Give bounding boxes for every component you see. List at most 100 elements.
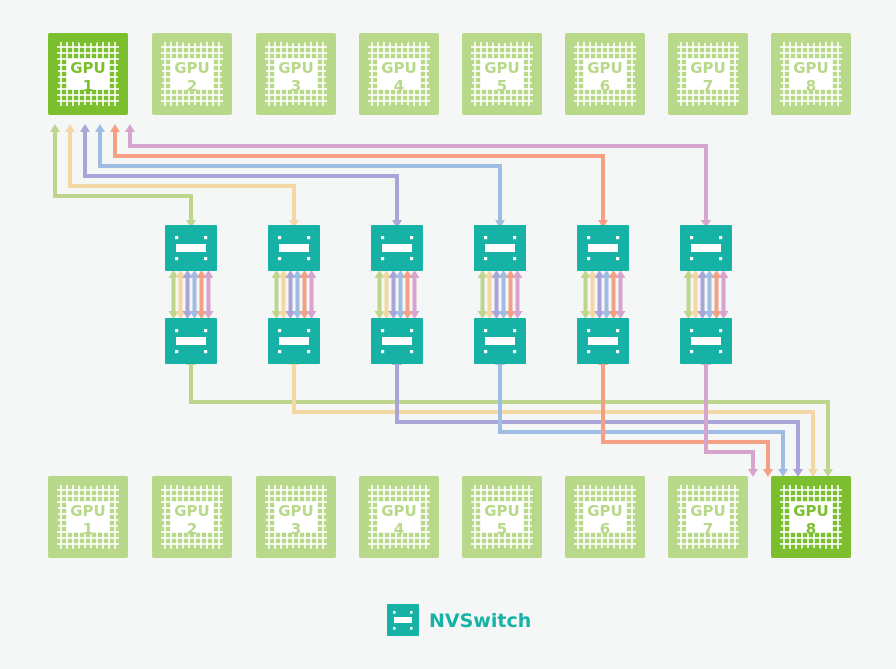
link-arrow-down bbox=[278, 305, 289, 319]
nvswitch-node[interactable] bbox=[474, 225, 526, 271]
link-arrow-up bbox=[601, 270, 612, 284]
upper-nvswitch-row bbox=[165, 225, 732, 271]
link-wire-bottom bbox=[292, 368, 815, 466]
link-arrow-down bbox=[175, 305, 186, 319]
top-routing-wires bbox=[50, 124, 711, 228]
link-arrow-up bbox=[182, 270, 193, 284]
gpu-label-name: GPU bbox=[484, 59, 520, 77]
gpu-label-name: GPU bbox=[381, 502, 417, 520]
gpu-package bbox=[677, 42, 739, 106]
nvswitch-mark bbox=[381, 236, 414, 261]
link-arrow-down bbox=[306, 305, 317, 319]
gpu-package bbox=[57, 42, 119, 106]
link-arrow-down bbox=[512, 305, 523, 319]
nvswitch-mark bbox=[587, 329, 620, 354]
link-wire-top bbox=[113, 135, 605, 221]
nvswitch-mark bbox=[278, 329, 311, 354]
link-arrow-down bbox=[711, 305, 722, 319]
link-arrow-up bbox=[718, 270, 729, 284]
link-arrow-up bbox=[711, 270, 722, 284]
legend-label: NVSwitch bbox=[429, 610, 531, 632]
link-arrow-down bbox=[285, 305, 296, 319]
legend: NVSwitch bbox=[387, 604, 531, 636]
nvswitch-node[interactable] bbox=[474, 318, 526, 364]
link-arrow-up bbox=[477, 270, 488, 284]
link-arrow-down bbox=[608, 305, 619, 319]
link-arrow-up bbox=[65, 124, 75, 138]
gpu-label-name: GPU bbox=[793, 59, 829, 77]
gpu-label-index: 3 bbox=[291, 520, 301, 538]
link-arrow-up bbox=[402, 270, 413, 284]
link-arrow-up bbox=[615, 270, 626, 284]
link-arrow-up bbox=[189, 270, 200, 284]
gpu-package bbox=[265, 42, 327, 106]
link-arrow-down bbox=[778, 463, 788, 477]
nvswitch-node[interactable] bbox=[680, 318, 732, 364]
link-arrow-down bbox=[598, 214, 608, 228]
gpu-label-index: 4 bbox=[394, 520, 404, 538]
gpu-package bbox=[471, 42, 533, 106]
gpu-package bbox=[471, 485, 533, 549]
nvswitch-node[interactable] bbox=[268, 225, 320, 271]
gpu-package bbox=[780, 42, 842, 106]
link-arrow-up bbox=[306, 270, 317, 284]
nvswitch-node[interactable] bbox=[165, 318, 217, 364]
link-wire-top bbox=[68, 135, 296, 221]
nvswitch-node[interactable] bbox=[371, 318, 423, 364]
gpu-label-index: 8 bbox=[806, 77, 816, 95]
link-wire-bottom bbox=[601, 368, 770, 466]
link-arrow-up bbox=[690, 270, 701, 284]
gpu-label-name: GPU bbox=[174, 59, 210, 77]
nvswitch-mark bbox=[484, 329, 517, 354]
gpu-pin-grid bbox=[159, 41, 225, 107]
gpu-label-index: 5 bbox=[497, 520, 507, 538]
link-arrow-down bbox=[498, 305, 509, 319]
link-arrow-up bbox=[381, 270, 392, 284]
gpu-label-name: GPU bbox=[587, 502, 623, 520]
nvswitch-mark bbox=[278, 236, 311, 261]
gpu-label-index: 6 bbox=[600, 77, 610, 95]
link-arrow-up bbox=[594, 270, 605, 284]
nvswitch-node[interactable] bbox=[577, 225, 629, 271]
link-arrow-down bbox=[203, 305, 214, 319]
nvswitch-node[interactable] bbox=[371, 225, 423, 271]
gpu-label-name: GPU bbox=[793, 502, 829, 520]
nvswitch-node[interactable] bbox=[680, 225, 732, 271]
nvswitch-node[interactable] bbox=[268, 318, 320, 364]
link-arrow-up bbox=[608, 270, 619, 284]
nvswitch-node[interactable] bbox=[165, 225, 217, 271]
gpu-label-index: 4 bbox=[394, 77, 404, 95]
nvswitch-node[interactable] bbox=[577, 318, 629, 364]
link-arrow-down bbox=[189, 305, 200, 319]
link-arrow-down bbox=[683, 305, 694, 319]
link-arrow-up bbox=[388, 270, 399, 284]
gpu-label-name: GPU bbox=[381, 59, 417, 77]
gpu-label-name: GPU bbox=[70, 59, 106, 77]
link-arrow-up bbox=[203, 270, 214, 284]
gpu-label-name: GPU bbox=[278, 59, 314, 77]
gpu-label-name: GPU bbox=[278, 502, 314, 520]
link-wire-top bbox=[83, 135, 399, 221]
gpu-pin-grid bbox=[572, 41, 638, 107]
link-arrow-down bbox=[718, 305, 729, 319]
